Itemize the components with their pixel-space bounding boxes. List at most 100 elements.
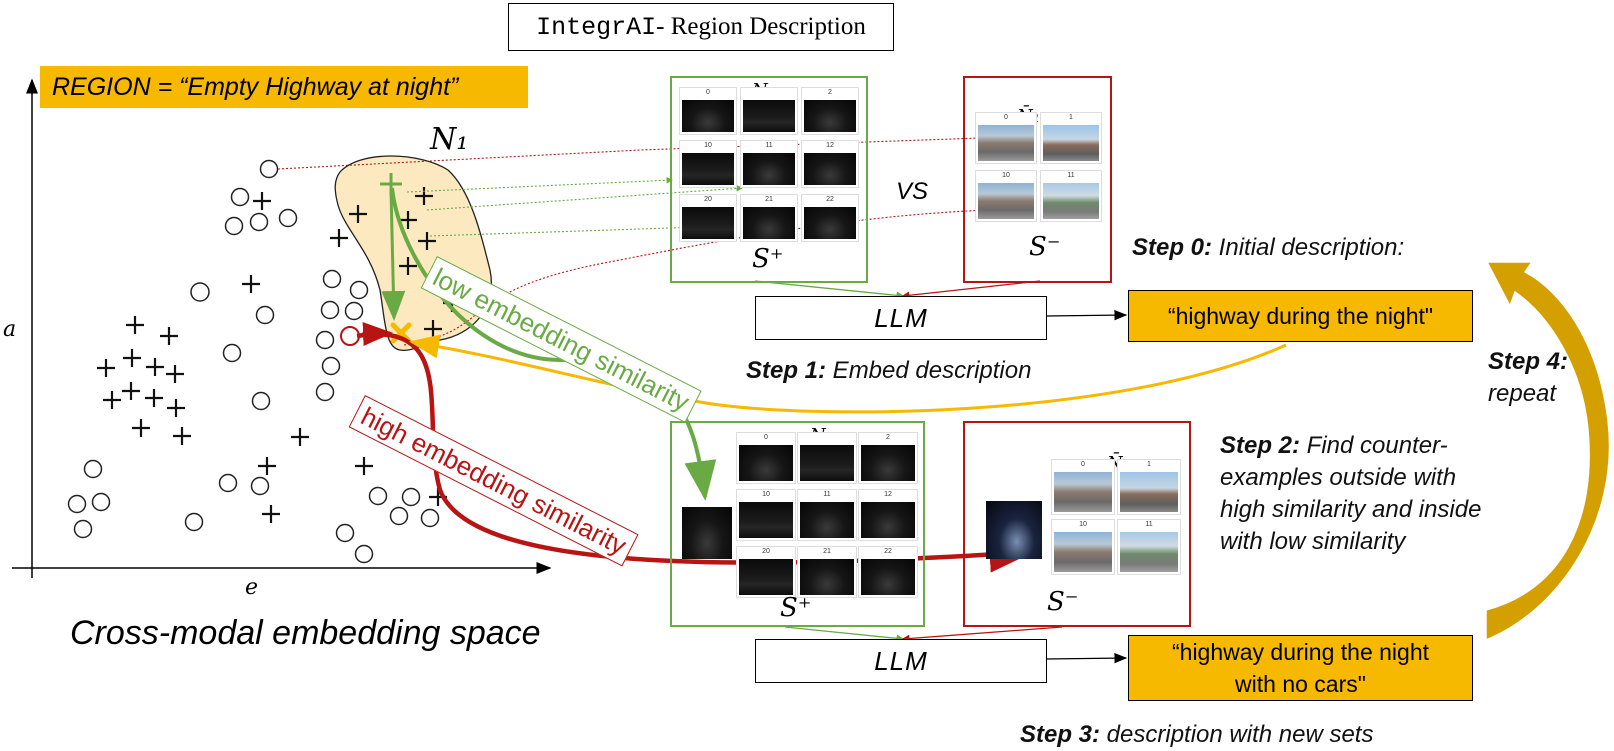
- thumb-number: 2: [828, 89, 832, 96]
- llm-box-2: LLM: [755, 639, 1047, 683]
- thumbnail-image: [743, 207, 795, 239]
- thumbnail: 1: [1040, 112, 1102, 164]
- thumbnail-image: [1120, 532, 1178, 572]
- thumbnail-image: [1043, 183, 1099, 219]
- thumb-number: 1: [1069, 114, 1073, 121]
- step1-text: Step 1: Embed description: [746, 355, 1031, 387]
- step2-line: Step 2: Find counter-: [1220, 430, 1481, 462]
- step1-bold: Step 1:: [746, 357, 827, 384]
- top-negative-panel: N̄₁ 0 1 10 11 S⁻: [963, 76, 1112, 283]
- thumbnail-image: [804, 100, 856, 132]
- thumb-number: 11: [765, 142, 773, 149]
- thumbnail-image: [739, 502, 793, 538]
- thumbnail: 11: [1117, 519, 1181, 575]
- thumbnail-image: [739, 559, 793, 595]
- thumbnail: 10: [975, 170, 1037, 222]
- thumbnail-image: [978, 183, 1034, 219]
- llm-box-1: LLM: [755, 296, 1047, 340]
- title-mono: IntegrAI: [536, 12, 657, 42]
- embed-description-curve: [409, 334, 1287, 414]
- thumbnail-image: [1043, 125, 1099, 161]
- step2-body: Find counter-: [1300, 432, 1448, 459]
- step3-bold: Step 3:: [1020, 721, 1101, 748]
- thumb-number: 2: [886, 434, 890, 441]
- bottom-positive-panel: N₁ 0 2 10 11 12 20 21 22 S⁺: [670, 421, 925, 627]
- thumb-number: 21: [765, 196, 773, 203]
- inside-low-arrow: [381, 189, 406, 321]
- thumbnail-image: [804, 153, 856, 185]
- llm-label: LLM: [874, 302, 928, 333]
- thumb-number: 12: [884, 491, 892, 498]
- step2-line: high similarity and inside: [1220, 496, 1482, 523]
- step2-line: with low similarity: [1220, 528, 1406, 555]
- thumb-number: 20: [762, 548, 770, 555]
- thumbnail: 1: [1117, 459, 1181, 515]
- thumbnail-image: [800, 559, 854, 595]
- thumbnail: 22: [801, 194, 859, 242]
- thumbnail: 10: [1051, 519, 1115, 575]
- refined-description-line2: with no cars": [1235, 671, 1366, 697]
- page-title: IntegrAI- Region Description: [508, 3, 894, 51]
- thumbnail: 20: [736, 546, 796, 598]
- step3-body: description with new sets: [1100, 721, 1374, 748]
- thumbnail: [797, 432, 857, 484]
- thumbnail: 2: [858, 432, 918, 484]
- step2-text: Step 2: Find counter- examples outside w…: [1220, 430, 1481, 558]
- low-similarity-curve: [390, 187, 717, 501]
- thumbnail-image: [804, 207, 856, 239]
- thumbnail: 2: [801, 87, 859, 135]
- step0-body: Initial description:: [1212, 234, 1405, 261]
- thumb-number: 11: [1145, 521, 1153, 528]
- thumbnail: 0: [679, 87, 737, 135]
- embedding-space-caption: Cross-modal embedding space: [70, 614, 541, 652]
- step1-body: Embed description: [826, 357, 1032, 384]
- step2-line: examples outside with: [1220, 464, 1457, 491]
- thumbnail: 11: [1040, 170, 1102, 222]
- step4-bold: Step 4:: [1488, 348, 1569, 375]
- thumbnail-image: [1120, 472, 1178, 512]
- thumbnail-image: [861, 502, 915, 538]
- neighborhood-label: N₁: [430, 122, 469, 157]
- thumbnail: 22: [858, 546, 918, 598]
- thumbnail: 21: [740, 194, 798, 242]
- region-label: REGION = “Empty Highway at night”: [40, 66, 528, 108]
- thumb-number: 10: [762, 491, 770, 498]
- thumbnail: 20: [679, 194, 737, 242]
- step4-body: repeat: [1488, 380, 1557, 407]
- thumbnail: 12: [801, 140, 859, 188]
- thumb-number: 1: [1147, 461, 1151, 468]
- step2-bold: Step 2:: [1220, 432, 1301, 459]
- initial-description-box: “highway during the night": [1128, 290, 1473, 342]
- thumbnail-image: [682, 100, 734, 132]
- thumbnail: [740, 87, 798, 135]
- step4-text: Step 4: repeat: [1488, 346, 1568, 410]
- thumbnail-image: [800, 502, 854, 538]
- thumb-number: 0: [764, 434, 768, 441]
- title-rest: - Region Description: [656, 13, 866, 40]
- step0-text: Step 0: Initial description:: [1132, 232, 1404, 264]
- thumb-number: 20: [704, 196, 712, 203]
- thumbnail: 21: [797, 546, 857, 598]
- thumb-number: 10: [704, 142, 712, 149]
- thumbnail: 10: [736, 489, 796, 541]
- initial-description-text: “highway during the night": [1167, 303, 1434, 329]
- step3-text: Step 3: description with new sets: [1020, 719, 1373, 751]
- repeat-arrow: [1485, 261, 1611, 642]
- thumbnail-image: [800, 445, 854, 481]
- thumbnail: 11: [797, 489, 857, 541]
- counter-example-outside-image: [986, 501, 1042, 559]
- selected-outside-point: [340, 326, 360, 346]
- refined-description-box: “highway during the night with no cars": [1128, 635, 1473, 701]
- thumb-number: 12: [826, 142, 834, 149]
- thumbnail: 11: [740, 140, 798, 188]
- thumb-number: 0: [1081, 461, 1085, 468]
- thumbnail: 0: [975, 112, 1037, 164]
- thumb-number: 10: [1079, 521, 1087, 528]
- set-label: S⁺: [780, 593, 812, 623]
- thumb-number: 10: [1002, 172, 1010, 179]
- step0-bold: Step 0:: [1132, 234, 1213, 261]
- negative-points: [67, 159, 440, 564]
- thumbnail: 12: [858, 489, 918, 541]
- llm-connectors: [754, 280, 1128, 664]
